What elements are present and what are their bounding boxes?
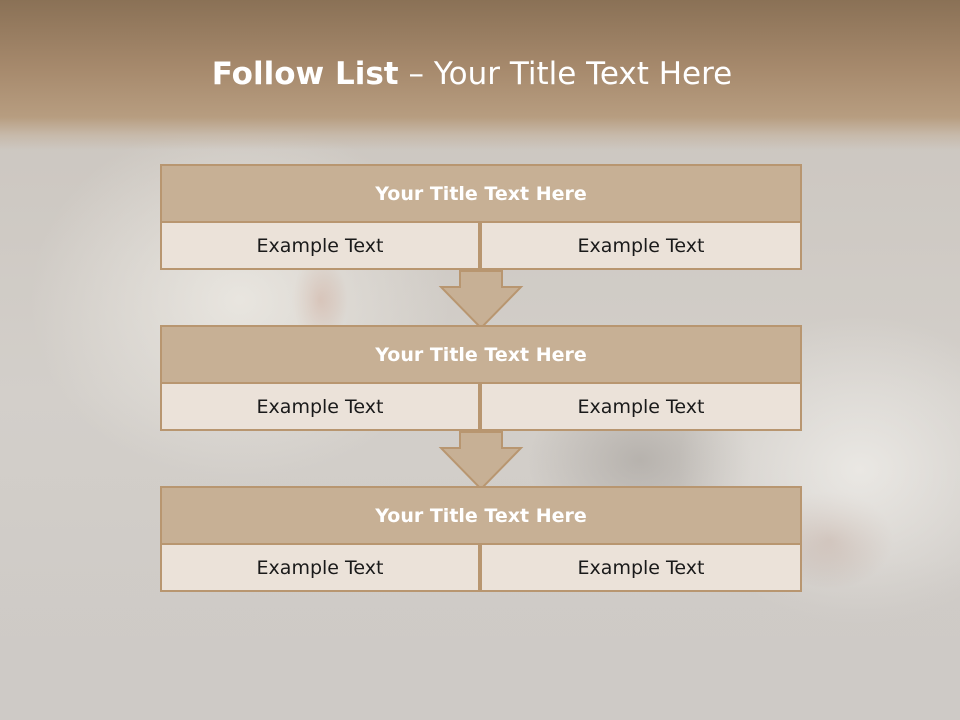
block-cell-left: Example Text <box>160 382 480 431</box>
block-title: Your Title Text Here <box>160 325 802 384</box>
list-block-2: Your Title Text Here Example Text Exampl… <box>160 325 802 433</box>
list-block-3: Your Title Text Here Example Text Exampl… <box>160 486 802 592</box>
block-cell-right: Example Text <box>480 221 802 270</box>
list-block-1: Your Title Text Here Example Text Exampl… <box>160 164 802 272</box>
slide-title-bold: Follow List <box>211 56 399 92</box>
down-arrow-icon <box>438 270 524 330</box>
block-title: Your Title Text Here <box>160 164 802 223</box>
down-arrow-icon <box>438 431 524 491</box>
slide-title-rest: – Your Title Text Here <box>408 56 733 92</box>
block-cell-right: Example Text <box>480 382 802 431</box>
header-band <box>0 0 960 150</box>
block-cell-left: Example Text <box>160 221 480 270</box>
slide-title: Follow List – Your Title Text Here <box>0 52 944 96</box>
block-cell-right: Example Text <box>480 543 802 592</box>
block-cell-left: Example Text <box>160 543 480 592</box>
block-title: Your Title Text Here <box>160 486 802 545</box>
